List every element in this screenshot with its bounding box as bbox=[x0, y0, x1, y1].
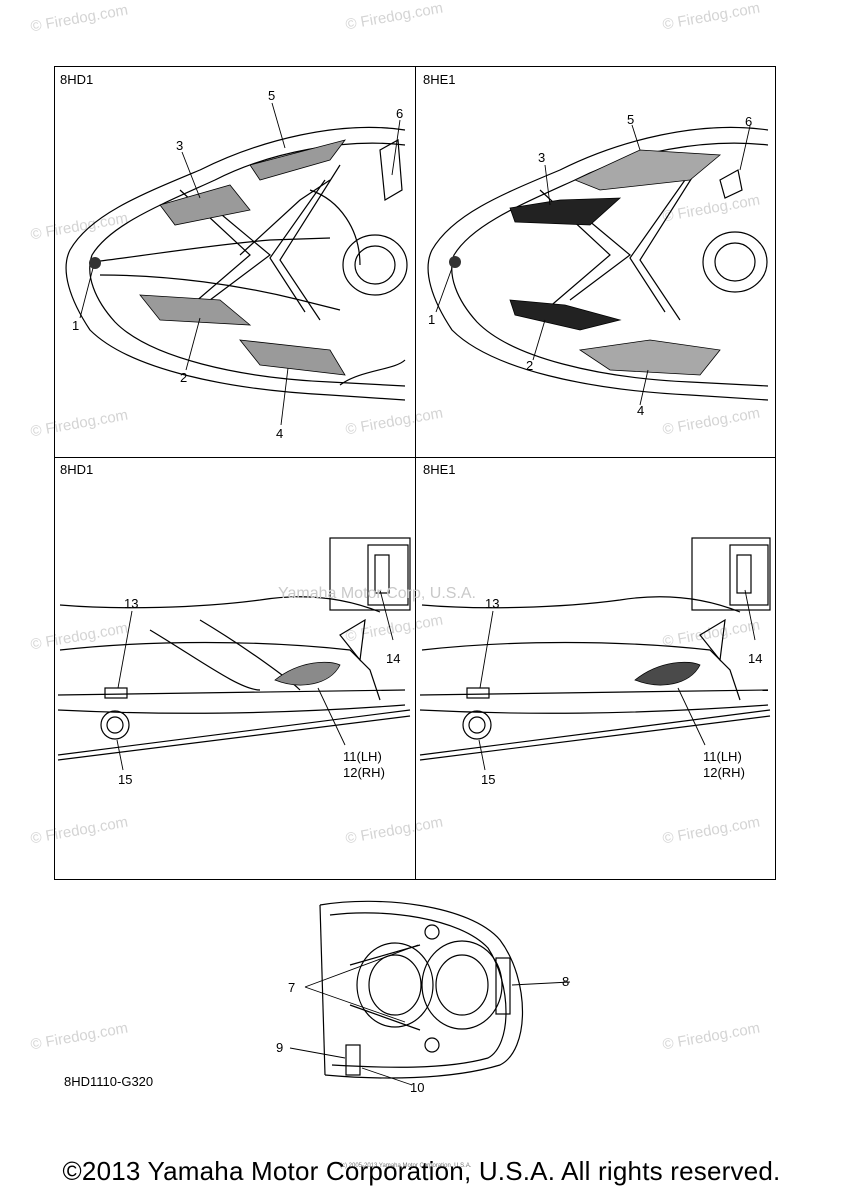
callout-14: 14 bbox=[748, 651, 763, 666]
panel-code-mid-left: 8HD1 bbox=[60, 462, 94, 477]
callout-14: 14 bbox=[386, 651, 401, 666]
copyright-footer: ©2013 Yamaha Motor Corporation, U.S.A. A… bbox=[62, 1156, 781, 1186]
callout-1: 1 bbox=[72, 318, 80, 333]
panel-code-mid-right: 8HE1 bbox=[423, 462, 456, 477]
callout-15: 15 bbox=[481, 772, 496, 787]
callout-13: 13 bbox=[485, 596, 500, 611]
callout-15: 15 bbox=[118, 772, 133, 787]
panel-code-top-right: 8HE1 bbox=[423, 72, 456, 87]
callout-4: 4 bbox=[637, 403, 645, 418]
callout-11: 11(LH) bbox=[703, 749, 742, 764]
callout-11: 11(LH) bbox=[343, 749, 382, 764]
badge-icon bbox=[89, 257, 101, 269]
panel-divider-horizontal bbox=[54, 457, 776, 459]
callout-1: 1 bbox=[428, 312, 436, 327]
callout-12: 12(RH) bbox=[343, 765, 385, 780]
callout-12: 12(RH) bbox=[703, 765, 745, 780]
callout-7: 7 bbox=[288, 980, 296, 995]
callout-2: 2 bbox=[180, 370, 188, 385]
callout-10: 10 bbox=[410, 1080, 425, 1095]
figure-code: 8HD1110-G320 bbox=[64, 1074, 154, 1089]
callout-9: 9 bbox=[276, 1040, 284, 1055]
callout-4: 4 bbox=[276, 426, 284, 441]
callout-6: 6 bbox=[396, 106, 404, 121]
center-watermark: Yamaha Motor Corp, U.S.A. bbox=[278, 585, 476, 602]
callout-3: 3 bbox=[538, 150, 546, 165]
callout-5: 5 bbox=[268, 88, 276, 103]
callout-5: 5 bbox=[627, 112, 635, 127]
callout-2: 2 bbox=[526, 358, 534, 373]
callout-8: 8 bbox=[562, 974, 570, 989]
panel-divider-vertical bbox=[415, 66, 417, 880]
callout-13: 13 bbox=[124, 596, 139, 611]
callout-3: 3 bbox=[176, 138, 184, 153]
fine-print: (c) 2005-2013 Yamaha Motor Corporation, … bbox=[340, 1163, 472, 1169]
panel-code-top-left: 8HD1 bbox=[60, 72, 94, 87]
callout-6: 6 bbox=[745, 114, 753, 129]
badge-icon bbox=[449, 256, 461, 268]
